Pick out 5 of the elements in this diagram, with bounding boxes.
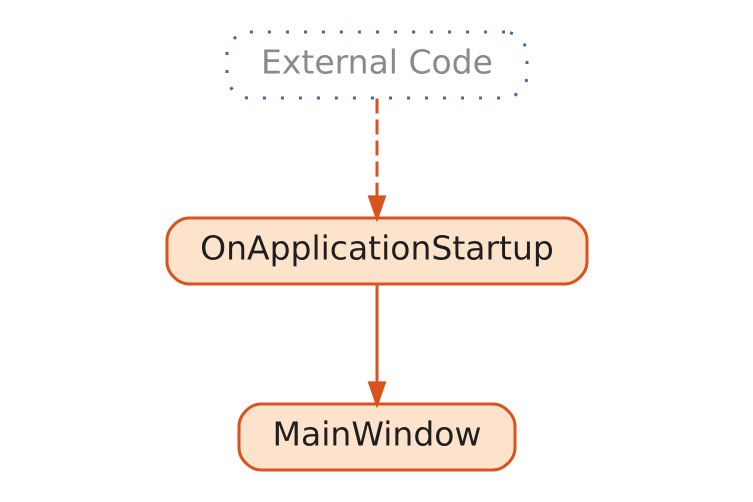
arrow (367, 284, 386, 408)
node-box: External Code (225, 30, 528, 100)
arrow (367, 98, 386, 222)
node-box: MainWindow (237, 402, 516, 472)
node-box: OnApplicationStartup (165, 216, 588, 286)
